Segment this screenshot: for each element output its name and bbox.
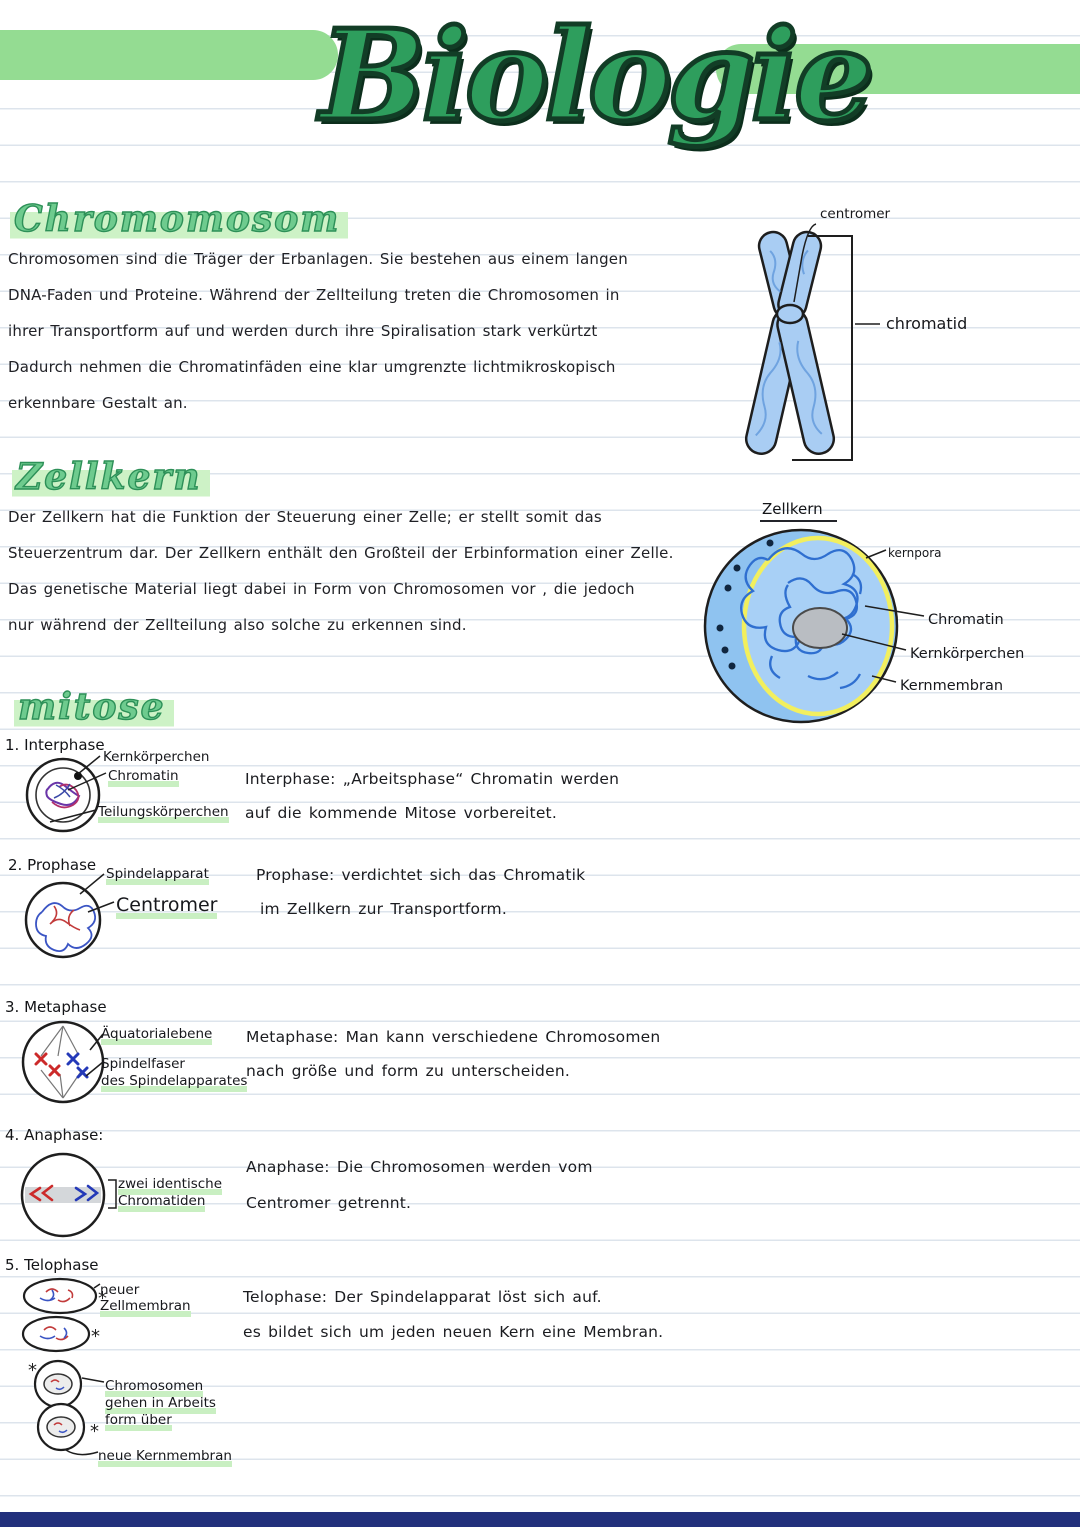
nucleus-diagram xyxy=(703,528,925,724)
zellkern-text-line: Der Zellkern hat die Funktion der Steuer… xyxy=(8,508,602,526)
mitose-heading: mitose xyxy=(14,685,174,730)
arbeitsform-chromatin-1 xyxy=(50,1379,65,1391)
interphase-label-teilungskoerperchen: Teilungskörperchen xyxy=(98,804,229,823)
interphase-description-line: Interphase: „Arbeitsphase“ Chromatin wer… xyxy=(245,770,620,788)
chromosom-text-line: erkennbare Gestalt an. xyxy=(8,394,188,412)
metaphase-label-spindelfaser: Spindelfaser xyxy=(101,1056,185,1072)
kernkoerperchen-leader-line xyxy=(841,633,907,651)
banner-pill-left xyxy=(0,30,338,80)
telophase-label-neuer: neuer xyxy=(100,1282,140,1298)
chromosom-text-line: Chromosomen sind die Träger der Erbanlag… xyxy=(8,250,628,268)
nucleolus xyxy=(792,607,848,649)
prophase-label-centromer: Centromer xyxy=(116,894,218,919)
bottom-bar xyxy=(0,1512,1080,1527)
aequatorialebene-leader-line xyxy=(89,1033,104,1051)
anaphase-description-line: Anaphase: Die Chromosomen werden vom xyxy=(246,1158,593,1176)
telophase-label-chromosomen: Chromosomen xyxy=(105,1378,204,1397)
anaphase-cell-diagram xyxy=(20,1152,117,1238)
centromer-label: centromer xyxy=(820,206,891,222)
chromosom-heading: Chromomosom xyxy=(10,197,349,242)
chromosome-diagram xyxy=(744,223,880,461)
chromosom-text-line: Dadurch nehmen die Chromatinfäden eine k… xyxy=(8,358,616,376)
new-nucleus-1 xyxy=(43,1373,73,1395)
chromatiden-bracket xyxy=(108,1179,117,1209)
prophase-chromatin xyxy=(35,902,97,953)
zellkern-text-line: Das genetische Material liegt dabei in F… xyxy=(8,580,635,598)
arbeitsform-chromatin-2 xyxy=(53,1422,68,1434)
phase-2-title: 2. Prophase xyxy=(8,856,97,874)
metaphase-description-line: Metaphase: Man kann verschiedene Chromos… xyxy=(246,1028,661,1046)
zellkern-heading: Zellkern xyxy=(12,455,210,500)
page-title: Biologie xyxy=(318,3,877,149)
telophase-chromatin-top xyxy=(39,1288,74,1303)
chromatid-label: chromatid xyxy=(886,314,968,333)
interphase-chromatin xyxy=(45,781,81,809)
interphase-label-kernkoerperchen: Kernkörperchen xyxy=(103,749,210,765)
telophase-description-line: es bildet sich um jeden neuen Kern eine … xyxy=(243,1323,664,1341)
interphase-label-chromatin: Chromatin xyxy=(108,768,179,787)
chromosom-text-line: DNA-Faden und Proteine. Während der Zell… xyxy=(8,286,620,304)
chromatin-leader-line xyxy=(864,605,925,617)
phase-1-title: 1. Interphase xyxy=(5,736,105,754)
telophase-label-arbeitsform-2: form über xyxy=(105,1412,172,1431)
metaphase-description-line: nach größe und form zu unterscheiden. xyxy=(246,1062,570,1080)
spindelfaser-leader-line xyxy=(85,1061,104,1077)
kernkoerperchen-leader-line xyxy=(77,755,101,775)
phase-5-title: 5. Telophase xyxy=(5,1256,99,1274)
phase-3-title: 3. Metaphase xyxy=(5,998,107,1016)
nuclear-pores xyxy=(716,539,774,670)
asterisk-mark: * xyxy=(28,1360,37,1381)
phase-4-title: 4. Anaphase: xyxy=(5,1126,104,1144)
kernmembran-label: Kernmembran xyxy=(900,678,1004,694)
chromatin-leader-line xyxy=(67,772,107,791)
asterisk-mark: * xyxy=(90,1421,99,1442)
anaphase-label-zwei-identische: zwei identische xyxy=(118,1176,223,1195)
chromosome-drawing xyxy=(744,230,836,455)
chromosomen-leader-line xyxy=(81,1377,105,1383)
kernmembran-leader-line xyxy=(871,675,897,683)
zellkern-text-line: Steuerzentrum dar. Der Zellkern enthält … xyxy=(8,544,674,562)
new-nucleus-2 xyxy=(46,1416,76,1438)
kernpora-leader-line xyxy=(865,549,887,559)
telophase-label-arbeitsform-1: gehen in Arbeits xyxy=(105,1395,216,1414)
kernmembran-leader-line xyxy=(65,1449,99,1456)
metaphase-chromosomes xyxy=(34,1052,89,1079)
interphase-cell-diagram xyxy=(25,755,107,833)
spindle-fibers xyxy=(40,1025,83,1099)
anaphase-description-line: Centromer getrennt. xyxy=(246,1194,412,1212)
nucleus-diagram-title: Zellkern xyxy=(760,500,837,522)
telophase-description-line: Telophase: Der Spindelapparat löst sich … xyxy=(243,1288,602,1306)
telophase-label-neue-kernmembran: neue Kernmembran xyxy=(98,1448,232,1467)
kernkoerperchen-dot xyxy=(74,772,82,780)
zellkern-text-line: nur während der Zellteilung also solche … xyxy=(8,616,467,634)
anaphase-label-chromatiden: Chromatiden xyxy=(118,1193,206,1212)
metaphase-label-aequatorialebene: Äquatorialebene xyxy=(101,1026,213,1045)
metaphase-label-spindelapparates: des Spindelapparates xyxy=(101,1073,248,1092)
chromatid-shading xyxy=(755,249,823,437)
kernkoerperchen-label: Kernkörperchen xyxy=(910,646,1025,662)
telophase-label-zellmembran: Zellmembran xyxy=(100,1298,191,1317)
kernpora-label: kernpora xyxy=(888,546,942,560)
prophase-cell-diagram xyxy=(24,873,115,959)
metaphase-cell-diagram xyxy=(21,1020,105,1104)
telophase-chromatin-bottom xyxy=(39,1326,69,1341)
spindelapparat-leader-line xyxy=(79,873,105,895)
banner-pill-right xyxy=(716,44,1080,94)
centromer-leader-line xyxy=(87,901,115,913)
prophase-description-line: im Zellkern zur Transportform. xyxy=(260,900,507,918)
telophase-cells-diagram: * * * * xyxy=(21,1277,107,1456)
prophase-label-spindelapparat: Spindelapparat xyxy=(106,866,209,885)
anaphase-chromosomes xyxy=(28,1184,100,1202)
interphase-description-line: auf die kommende Mitose vorbereitet. xyxy=(245,804,557,822)
zellmembran-leader-line xyxy=(93,1283,101,1289)
centromer-leader-line xyxy=(793,223,817,303)
chromatin-label: Chromatin xyxy=(928,612,1004,628)
prophase-description-line: Prophase: verdichtet sich das Chromatik xyxy=(256,866,586,884)
teilungskoerperchen-leader-line xyxy=(49,809,97,823)
asterisk-mark: * xyxy=(91,1326,100,1347)
chromosom-text-line: ihrer Transportform auf und werden durch… xyxy=(8,322,598,340)
chromatid-bracket xyxy=(792,235,853,461)
